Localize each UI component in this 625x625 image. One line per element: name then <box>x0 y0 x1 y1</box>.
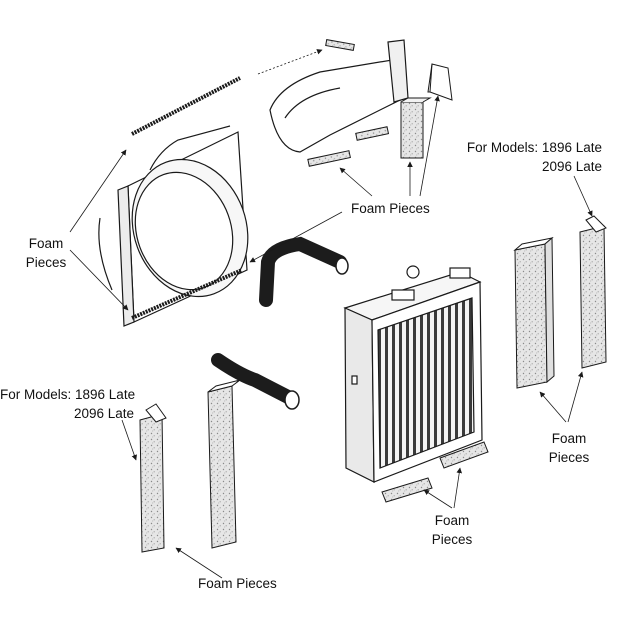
radiator-foam-bar-2 <box>381 477 433 503</box>
label-line: Foam <box>434 513 470 528</box>
foam-bar-duct-1 <box>307 150 351 167</box>
leader-to-shroud <box>249 211 343 263</box>
radiator <box>343 265 483 483</box>
label-line: Foam <box>551 431 587 446</box>
label-foam-pieces-left: Foam Pieces <box>24 234 68 272</box>
shroud-foam-strip-top <box>131 76 241 136</box>
label-line: 2096 Late <box>73 406 134 421</box>
label-foam-pieces-bottom-left: Foam Pieces <box>198 574 277 593</box>
label-foam-pieces-right: Foam Pieces <box>545 429 593 467</box>
foam-bar-duct-2 <box>355 126 390 141</box>
leader-foam-right-1 <box>539 391 567 423</box>
leader-foam-right-2 <box>567 371 584 423</box>
label-line: For Models: 1896 Late <box>466 140 602 155</box>
label-models-right: For Models: 1896 Late 2096 Late <box>466 138 602 176</box>
foam-column-left-1 <box>139 403 167 553</box>
leader-foam-center-1 <box>339 167 373 197</box>
radiator-foam-bar-1 <box>439 441 489 469</box>
foam-block-duct <box>400 97 432 159</box>
label-foam-pieces-bottom-center: Foam Pieces <box>428 511 476 549</box>
foam-column-left-2 <box>207 379 241 549</box>
label-line: For Models: 1896 Late <box>0 387 136 402</box>
upper-radiator-hose <box>259 236 349 307</box>
foam-wedge-duct <box>427 63 453 101</box>
upper-air-duct <box>269 39 409 153</box>
label-line: 2096 Late <box>541 159 602 174</box>
label-foam-pieces-center-top: Foam Pieces <box>351 199 430 218</box>
label-line: Pieces <box>548 450 590 465</box>
label-line: Foam Pieces <box>351 201 430 216</box>
lower-radiator-hose <box>211 353 300 410</box>
leader-models-left <box>121 419 137 461</box>
leader-foam-left-bottom <box>69 249 129 311</box>
leader-dotted-duct <box>257 49 323 75</box>
label-line: Pieces <box>431 532 473 547</box>
leader-foam-bottom-center-1 <box>423 489 453 509</box>
label-line: Foam Pieces <box>198 576 277 591</box>
foam-column-right-1 <box>513 236 555 389</box>
leader-foam-bottom-left <box>175 547 223 579</box>
label-line: Pieces <box>25 255 67 270</box>
leader-foam-left-top <box>69 149 127 233</box>
leader-foam-bottom-center-2 <box>453 467 463 509</box>
label-line: Foam <box>28 236 64 251</box>
shroud-foam-strip-bottom <box>131 268 243 320</box>
label-models-left: For Models: 1896 Late 2096 Late <box>0 385 136 423</box>
leader-models-right <box>573 175 593 217</box>
leader-foam-center-3 <box>419 95 440 197</box>
foam-column-right-2 <box>579 215 607 369</box>
fan-shroud <box>98 125 249 327</box>
foam-stick-top <box>325 39 355 51</box>
